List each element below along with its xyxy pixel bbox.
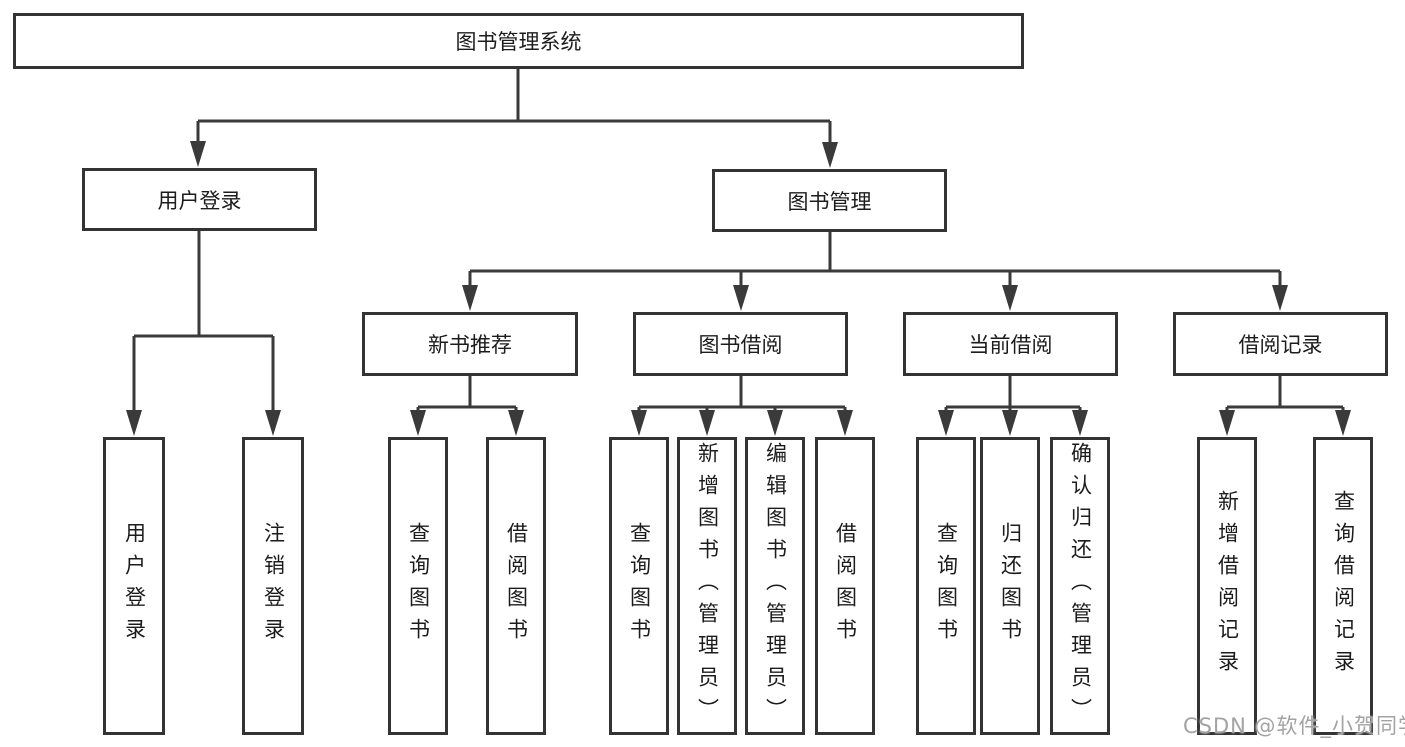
leaf-current-confirm-return-admin: 确认归还（管理员） xyxy=(1050,437,1110,735)
leaf-logout: 注销登录 xyxy=(242,437,304,735)
leaf-records-add-record-label: 新增借阅记录 xyxy=(1215,490,1240,682)
node-user-login: 用户登录 xyxy=(82,168,317,231)
leaf-logout-label: 注销登录 xyxy=(261,522,286,650)
node-borrow-records: 借阅记录 xyxy=(1173,312,1388,376)
leaf-user-login: 用户登录 xyxy=(103,437,165,735)
leaf-borrow-borrow-books: 借阅图书 xyxy=(815,437,875,735)
leaf-records-query-record-label: 查询借阅记录 xyxy=(1331,490,1356,682)
leaf-borrow-query-books-label: 查询图书 xyxy=(627,522,652,650)
leaf-current-query-books: 查询图书 xyxy=(916,437,976,735)
leaf-recommend-query-books: 查询图书 xyxy=(388,437,448,735)
node-book-management: 图书管理 xyxy=(712,169,947,232)
arrow-down-user-login xyxy=(190,141,206,167)
node-current-borrow: 当前借阅 xyxy=(903,312,1118,376)
node-book-borrow: 图书借阅 xyxy=(633,312,848,376)
leaf-recommend-query-books-label: 查询图书 xyxy=(406,522,431,650)
leaf-borrow-edit-books-admin: 编辑图书（管理员） xyxy=(745,437,805,735)
leaf-current-confirm-return-admin-label: 确认归还（管理员） xyxy=(1068,442,1093,730)
node-root-system: 图书管理系统 xyxy=(13,13,1024,69)
leaf-recommend-borrow-books: 借阅图书 xyxy=(486,437,546,735)
node-book-management-label: 图书管理 xyxy=(787,189,872,214)
node-new-book-recommend: 新书推荐 xyxy=(362,312,578,376)
leaf-borrow-query-books: 查询图书 xyxy=(609,437,669,735)
node-borrow-records-label: 借阅记录 xyxy=(1238,333,1323,357)
node-new-book-recommend-label: 新书推荐 xyxy=(428,333,512,357)
connector-recommend-to-leaves xyxy=(410,376,524,436)
connector-records-to-leaves xyxy=(1219,376,1351,436)
leaf-records-add-record: 新增借阅记录 xyxy=(1197,437,1257,735)
arrow-down-book-management xyxy=(822,142,838,168)
connector-root-to-level2 xyxy=(190,69,838,168)
connector-borrow-to-leaves xyxy=(631,376,853,436)
watermark: CSDN @软件_小贺同学 xyxy=(1183,714,1405,738)
node-book-borrow-label: 图书借阅 xyxy=(698,333,783,357)
connector-current-to-leaves xyxy=(938,376,1088,436)
connector-management-to-sections xyxy=(462,232,1288,311)
connector-login-to-leaves xyxy=(126,231,281,436)
leaf-borrow-add-books-admin: 新增图书（管理员） xyxy=(677,437,737,735)
leaf-current-query-books-label: 查询图书 xyxy=(934,522,959,650)
leaf-borrow-borrow-books-label: 借阅图书 xyxy=(833,522,858,650)
leaf-borrow-edit-books-admin-label: 编辑图书（管理员） xyxy=(763,442,788,730)
leaf-current-return-books-label: 归还图书 xyxy=(998,522,1023,650)
leaf-borrow-add-books-admin-label: 新增图书（管理员） xyxy=(695,442,720,730)
node-current-borrow-label: 当前借阅 xyxy=(968,333,1053,357)
leaf-records-query-record: 查询借阅记录 xyxy=(1313,437,1373,735)
leaf-recommend-borrow-books-label: 借阅图书 xyxy=(504,522,529,650)
node-root-system-label: 图书管理系统 xyxy=(455,30,582,54)
leaf-user-login-label: 用户登录 xyxy=(122,522,147,650)
leaf-current-return-books: 归还图书 xyxy=(980,437,1040,735)
node-user-login-label: 用户登录 xyxy=(157,188,242,213)
